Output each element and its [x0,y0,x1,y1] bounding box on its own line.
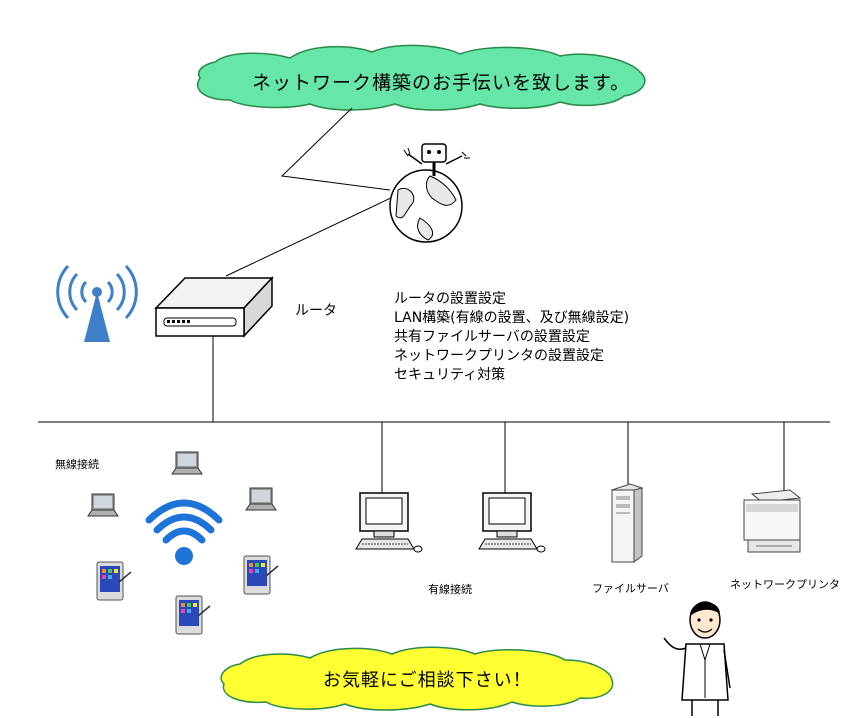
service-item: LAN構築(有線の設置、及び無線設定) [394,310,630,326]
laptop-icon [171,451,203,475]
service-item: ネットワークプリンタの設置設定 [394,348,604,364]
desktop-pc-icon [355,492,423,553]
top-cloud-text: ネットワーク構築のお手伝いを致します。 [252,72,631,94]
globe-robot-icon [389,143,470,243]
wifi-icon [145,499,223,565]
businessman-icon [663,601,731,716]
service-item: セキュリティ対策 [394,367,506,383]
router-icon [154,276,274,338]
network-printer-label: ネットワークプリンタ [730,578,840,591]
server-tower-icon [610,483,644,563]
laptop-icon [87,493,119,517]
service-item: ルータの設置設定 [394,291,506,307]
cloud-connector-line [280,107,391,191]
desktop-pc-icon [478,492,546,553]
top-cloud-icon [197,44,646,111]
file-server-label: ファイルサーバ [592,582,669,595]
bottom-cloud-text: お気軽にご相談下さい！ [323,670,532,691]
laptop-icon [245,487,277,511]
internet-router-line [225,195,396,277]
tablet-icon [243,555,279,595]
tablet-icon [96,561,132,601]
wireless-label: 無線接続 [55,458,99,471]
wired-label: 有線接続 [428,583,472,596]
antenna-icon [56,264,138,342]
services-list: ルータの設置設定 LAN構築(有線の設置、及び無線設定) 共有ファイルサーバの設… [394,290,629,385]
printer-icon [743,489,802,553]
service-item: 共有ファイルサーバの設置設定 [394,329,590,345]
router-label: ルータ [295,303,337,319]
bottom-cloud-icon [220,646,614,711]
tablet-icon [175,595,211,635]
